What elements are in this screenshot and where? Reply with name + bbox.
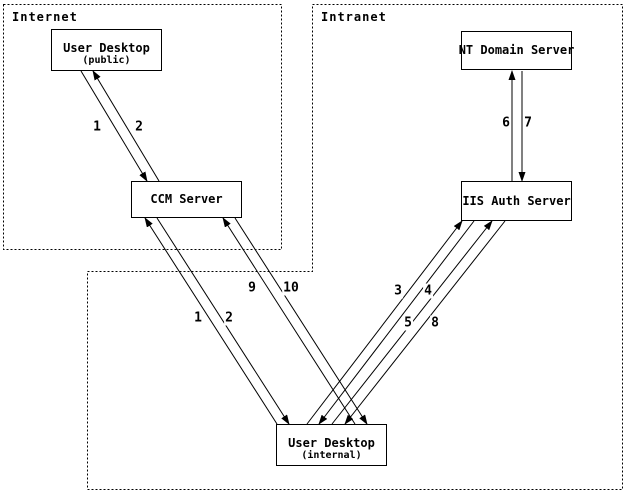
arrow-9-internal-to-ccm <box>222 217 356 425</box>
node-title: CCM Server <box>150 192 223 206</box>
edge-label-8-iis-internal: 8 <box>430 315 440 331</box>
arrow-10-ccm-to-internal <box>234 217 368 425</box>
node-subtitle: (internal) <box>301 450 362 461</box>
edge-label-4-iis-internal: 4 <box>423 283 433 299</box>
intranet-region-label: Intranet <box>321 10 387 24</box>
edge-label-10-ccm-internal: 10 <box>282 280 300 296</box>
edge-label-3-internal-iis: 3 <box>393 283 403 299</box>
edge-label-2-ccm-internal: 2 <box>224 310 234 326</box>
edge-label-5-internal-iis: 5 <box>403 315 413 331</box>
arrow-1-public-to-ccm <box>80 70 148 182</box>
arrow-8-iis-to-internal <box>344 220 506 425</box>
internet-region-label: Internet <box>12 10 78 24</box>
node-title: NT Domain Server <box>458 43 575 57</box>
node-title: User Desktop <box>288 436 375 450</box>
edge-label-7-nt-iis: 7 <box>523 115 533 131</box>
node-user-desktop-public: User Desktop (public) <box>51 29 162 71</box>
intranet-region-border <box>87 4 623 490</box>
node-subtitle: (public) <box>82 55 131 66</box>
edge-label-2-ccm-public: 2 <box>134 119 144 135</box>
arrow-3-internal-to-iis <box>306 220 463 425</box>
arrow-2-ccm-to-internal <box>156 217 290 425</box>
internet-region-border <box>3 4 282 250</box>
node-nt-domain-server: NT Domain Server <box>458 31 575 70</box>
arrow-2-ccm-to-public <box>92 70 160 182</box>
arrow-1-internal-to-ccm <box>144 217 278 425</box>
node-ccm-server: CCM Server <box>131 181 242 218</box>
node-title: User Desktop <box>63 41 150 55</box>
edge-label-1-internal-ccm: 1 <box>193 310 203 326</box>
arrow-4-iis-to-internal <box>318 220 475 425</box>
edge-label-1-public-ccm: 1 <box>92 119 102 135</box>
node-iis-auth-server: IIS Auth Server <box>461 181 572 221</box>
node-user-desktop-internal: User Desktop (internal) <box>276 424 387 466</box>
node-title: IIS Auth Server <box>462 193 571 208</box>
edge-label-9-internal-ccm: 9 <box>247 280 257 296</box>
edge-label-6-iis-nt: 6 <box>501 115 511 131</box>
